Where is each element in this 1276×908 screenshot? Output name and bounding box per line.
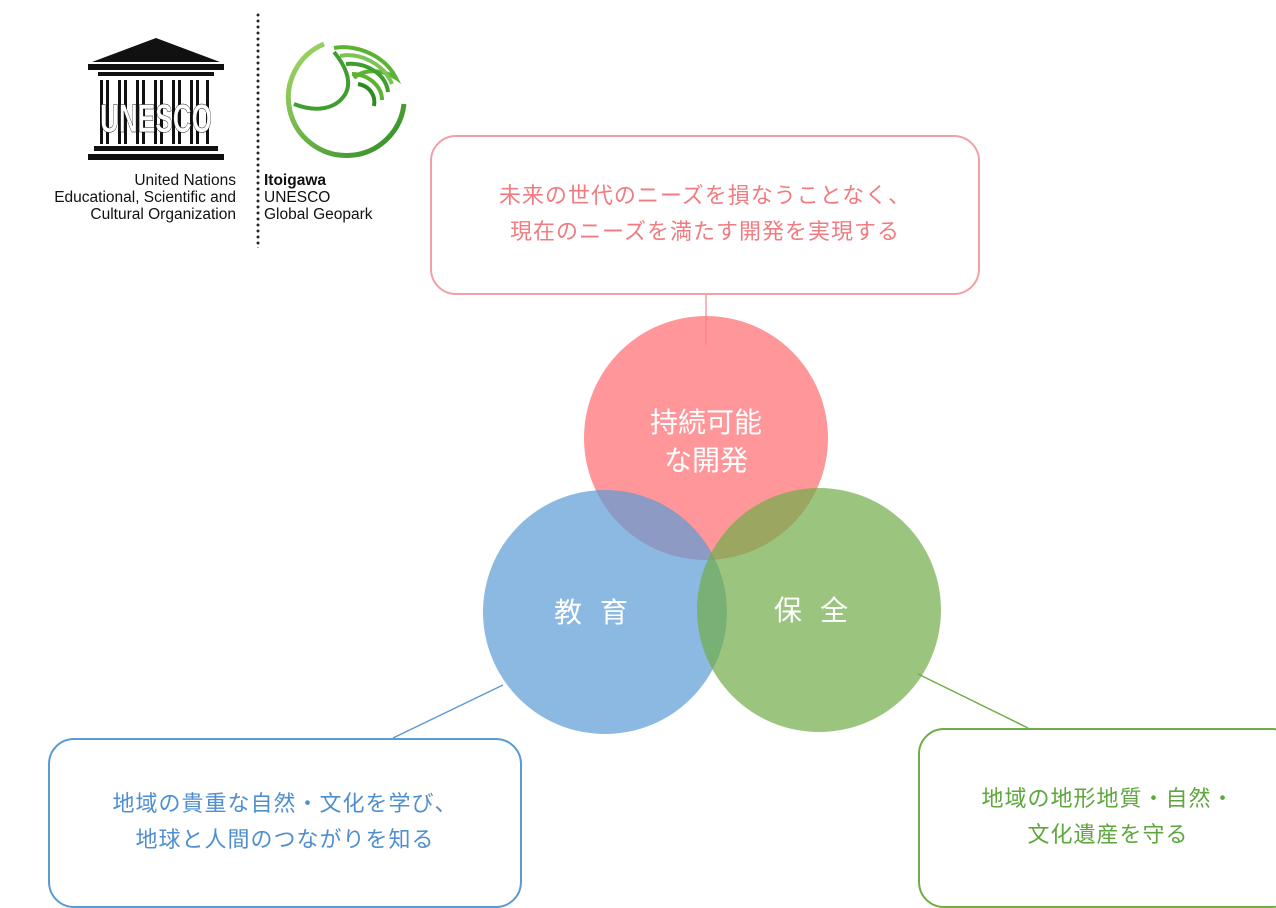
box-sustainable-development: 未来の世代のニーズを損なうことなく、 現在のニーズを満たす開発を実現する	[430, 135, 980, 295]
unesco-name-line-2: Educational, Scientific and	[54, 189, 236, 206]
box-education: 地域の貴重な自然・文化を学び、 地球と人間のつながりを知る	[48, 738, 522, 908]
circle-label-conservation: 保全	[773, 594, 866, 627]
box-left-line-1: 地域の貴重な自然・文化を学び、	[112, 792, 458, 817]
circle-label-line-1: 持続可能	[649, 406, 762, 439]
box-conservation: 地域の地形地質・自然・ 文化遺産を守る	[918, 728, 1276, 908]
geopark-logo	[285, 41, 407, 158]
geopark-name: Itoigawa UNESCO Global Geopark	[264, 172, 373, 223]
geopark-name-line-2: UNESCO	[264, 189, 331, 206]
box-left-line-2: 地球と人間のつながりを知る	[135, 828, 435, 853]
circle-conservation	[697, 488, 941, 732]
circle-label-sustainable-development: 持続可能 な開発	[606, 404, 806, 480]
circle-education	[483, 490, 727, 734]
unesco-logo-text: UNESCO	[100, 97, 212, 141]
box-right-line-1: 地域の地形地質・自然・	[981, 787, 1235, 812]
box-right-line-2: 文化遺産を守る	[1027, 823, 1189, 848]
circle-label-line-2: な開発	[663, 444, 748, 477]
unesco-name-line-3: Cultural Organization	[90, 206, 236, 223]
connector-left	[392, 684, 504, 739]
geopark-name-line-1: Itoigawa	[264, 172, 327, 189]
logo-header: UNESCO United Nations Educational, Scien…	[0, 0, 420, 260]
unesco-name-line-1: United Nations	[134, 172, 236, 189]
circle-label-education: 教育	[553, 596, 646, 629]
box-top-line-2: 現在のニーズを満たす開発を実現する	[510, 220, 900, 245]
unesco-name: United Nations Educational, Scientific a…	[0, 172, 236, 223]
geopark-name-line-3: Global Geopark	[264, 206, 373, 223]
box-top-line-1: 未来の世代のニーズを損なうことなく、	[498, 184, 912, 209]
dotted-divider	[256, 12, 260, 248]
connector-right	[917, 673, 1029, 729]
unesco-temple-logo: UNESCO	[88, 38, 224, 160]
